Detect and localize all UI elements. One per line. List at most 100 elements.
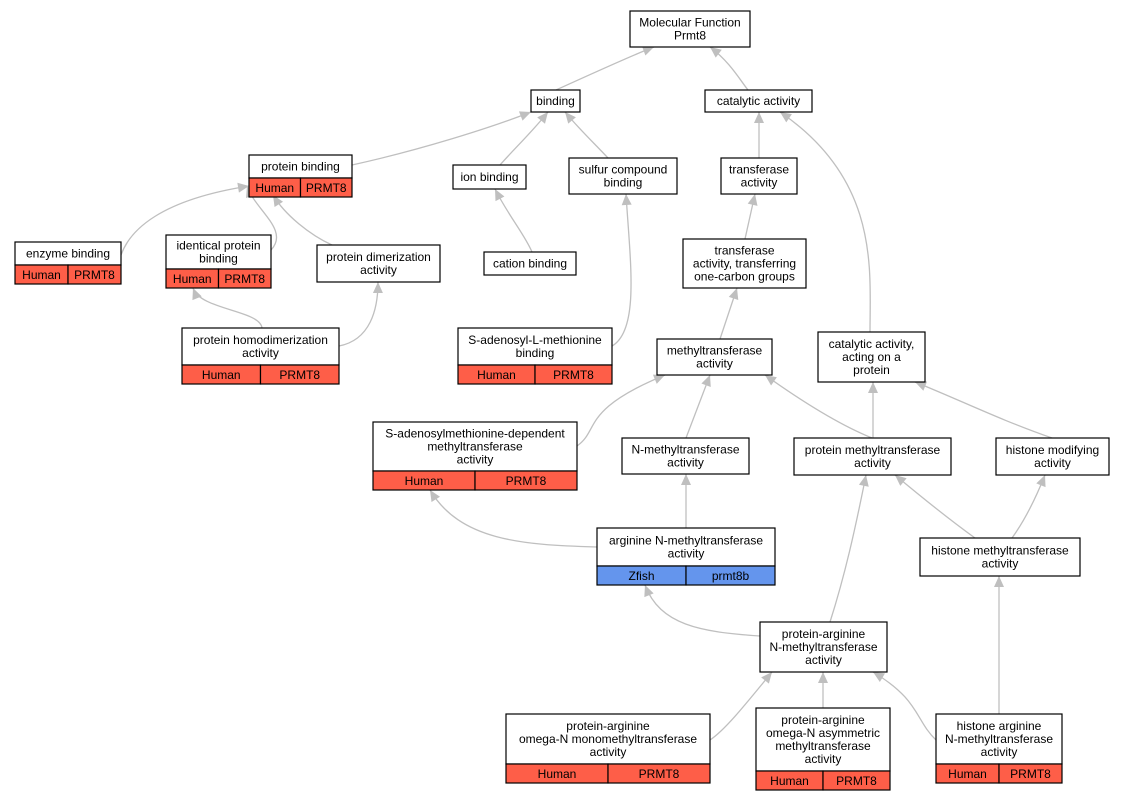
node-label: ion binding (460, 170, 518, 184)
arrowhead-icon (495, 189, 505, 202)
edge-protein-methyl-to-methyl (764, 374, 873, 439)
arrowhead-icon (780, 112, 792, 123)
node-label: arginine N-methyltransferase (609, 534, 763, 548)
node-histone-arginine-n-methyltransferase[interactable]: histone arginineN-methyltransferaseactiv… (935, 713, 1063, 784)
edge-pa-to-protein-methyl (829, 474, 867, 623)
edge-enzyme-binding-to-pb (120, 185, 250, 256)
node-label: binding (536, 94, 575, 108)
gene-cell (67, 264, 122, 285)
node-arginine-n-methyltransferase[interactable]: arginine N-methyltransferaseactivityZfis… (596, 527, 776, 586)
edge-histone-methyl-to-protein-methyl (894, 474, 976, 539)
edge-dimerization-to-pb (272, 194, 333, 246)
node-binding[interactable]: binding (530, 89, 581, 113)
node-label: methyltransferase (775, 739, 871, 753)
node-label: activity (360, 263, 397, 277)
species-label: Human (405, 474, 444, 488)
gene-cell (685, 565, 776, 586)
node-label: activity (667, 456, 704, 470)
arrowhead-icon (644, 585, 654, 598)
species-label: Human (538, 767, 577, 781)
node-label: methyltransferase (667, 344, 763, 358)
graph-edges (120, 46, 1053, 741)
node-label: binding (604, 176, 643, 190)
species-label: Human (22, 268, 61, 282)
node-label: sulfur compound (579, 163, 668, 177)
arrowhead-icon (765, 375, 777, 386)
node-cation-binding[interactable]: cation binding (483, 251, 577, 276)
node-label: activity (242, 346, 279, 360)
gene-label: PRMT8 (639, 767, 680, 781)
node-label: protein homodimerization (193, 333, 328, 347)
edge-histone-mod-to-acting (914, 381, 1053, 439)
node-box (596, 527, 776, 567)
gene-cell (998, 763, 1063, 784)
arrowhead-icon (681, 474, 691, 485)
species-label: Human (770, 774, 809, 788)
arrowhead-icon (518, 111, 531, 121)
edge-binding-to-mf (555, 46, 655, 91)
arrowhead-icon (818, 672, 828, 683)
edge-protein-binding-to-binding (351, 111, 532, 166)
gene-label: prmt8b (712, 569, 750, 583)
node-box (720, 157, 798, 195)
node-protein-arginine-n-methyltransferase[interactable]: protein-arginineN-methyltransferaseactiv… (759, 621, 888, 673)
arrowhead-icon (873, 672, 886, 682)
arrowhead-icon (728, 288, 739, 301)
node-box (483, 251, 577, 276)
gene-cell (822, 770, 891, 791)
node-label: activity (981, 745, 1018, 759)
species-label: Human (202, 368, 241, 382)
node-box (530, 89, 581, 113)
node-sam-dependent-methyltransferase[interactable]: S-adenosylmethionine-dependentmethyltran… (372, 421, 578, 491)
node-catalytic-activity[interactable]: catalytic activity (704, 89, 813, 113)
gene-label: PRMT8 (836, 774, 877, 788)
node-label: methyltransferase (427, 440, 523, 454)
node-box (452, 164, 527, 190)
edge-homodimer-to-dimerization (338, 281, 379, 347)
gene-label: PRMT8 (506, 474, 547, 488)
node-label: activity (805, 752, 842, 766)
node-label: cation binding (493, 257, 567, 271)
node-label: protein-arginine (781, 713, 865, 727)
arrowhead-icon (747, 194, 758, 206)
node-box (629, 10, 751, 48)
gene-label: PRMT8 (553, 368, 594, 382)
node-box (372, 421, 578, 472)
node-label: protein-arginine (782, 627, 866, 641)
gene-label: PRMT8 (279, 368, 320, 382)
edge-acting-protein-to-catalytic (779, 111, 871, 333)
arrowhead-icon (192, 288, 202, 301)
node-ion-binding[interactable]: ion binding (452, 164, 527, 190)
arrowhead-icon (273, 195, 284, 207)
edge-sam-dep-to-methyl (576, 374, 666, 447)
gene-cell (607, 763, 711, 784)
node-label: binding (199, 252, 238, 266)
node-label: histone arginine (957, 719, 1042, 733)
node-label: histone modifying (1006, 443, 1099, 457)
arrowhead-icon (701, 375, 711, 388)
node-label: binding (516, 346, 555, 360)
edge-nmethyl-to-methyl (685, 374, 711, 439)
node-box (759, 621, 888, 673)
edge-arginine-to-sam-dep (429, 489, 598, 548)
arrowhead-icon (537, 112, 548, 124)
